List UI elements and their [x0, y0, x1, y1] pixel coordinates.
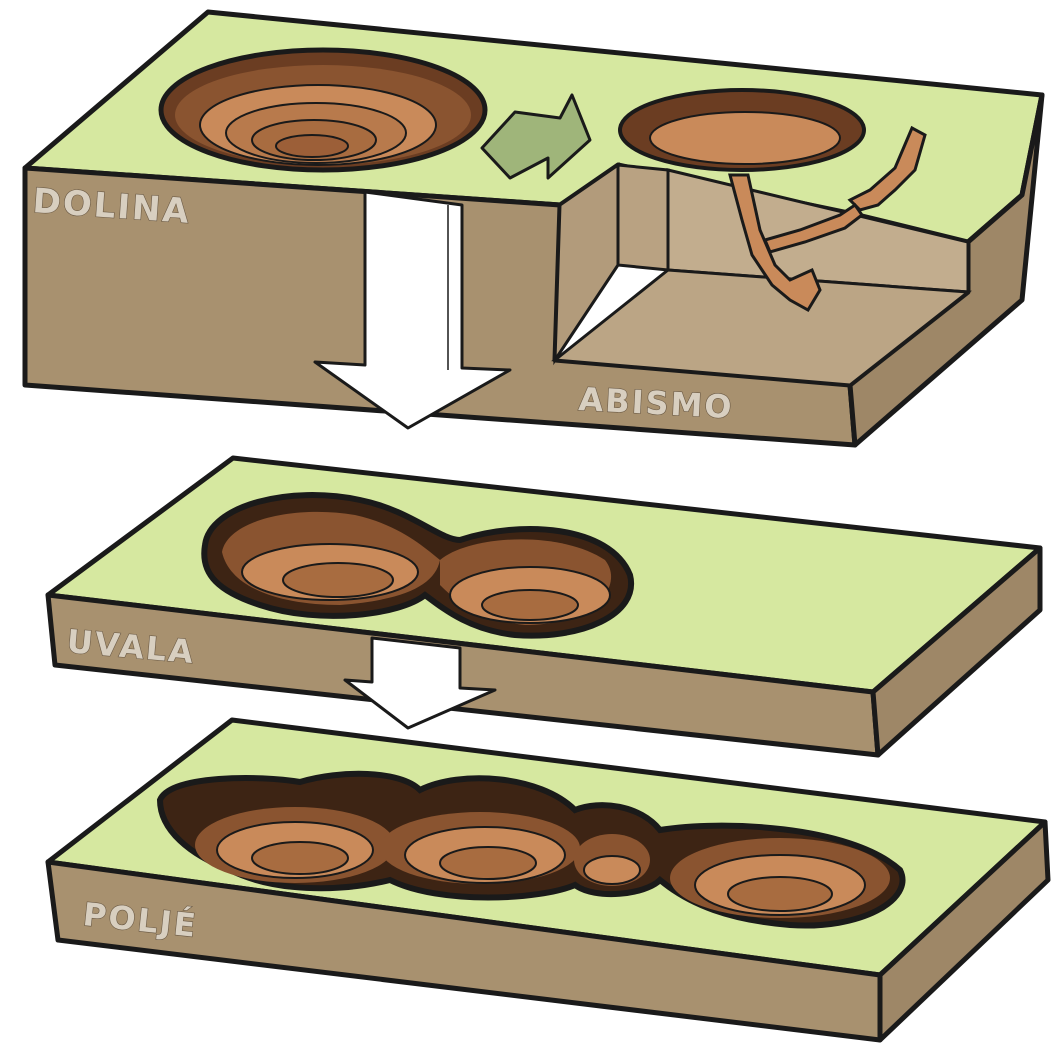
- block-dolina-abismo: DOLINA ABISMO: [25, 12, 1042, 445]
- abismo-back-wall: [618, 165, 668, 270]
- abismo-opening: [620, 90, 864, 170]
- block-polje: POLJÉ: [48, 720, 1048, 1040]
- dolina-depression: [161, 50, 485, 170]
- label-abismo: ABISMO: [578, 380, 735, 426]
- block-uvala: UVALA: [48, 458, 1040, 755]
